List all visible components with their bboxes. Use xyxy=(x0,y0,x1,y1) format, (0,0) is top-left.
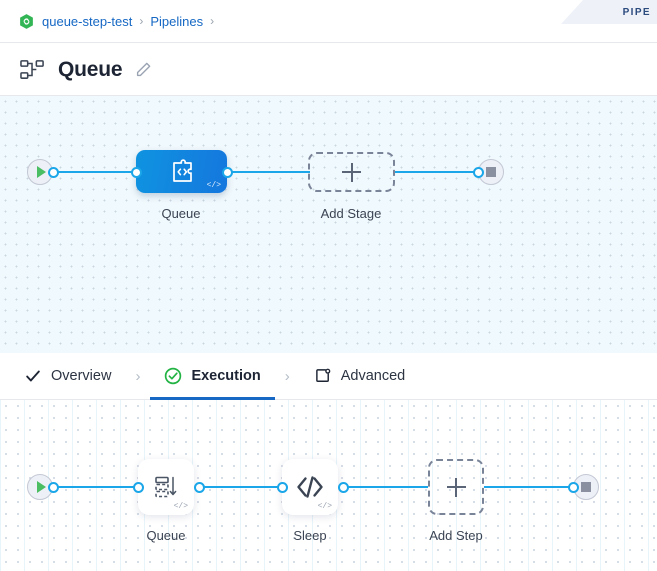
step-sleep-out-port[interactable] xyxy=(338,482,349,493)
edge-sleep-addstep xyxy=(346,486,428,489)
pipeline-graph-icon xyxy=(20,59,44,79)
stop-square-icon xyxy=(486,167,496,177)
green-hex-link-icon xyxy=(20,13,33,29)
tab-execution-label: Execution xyxy=(191,368,261,384)
add-stage-button[interactable] xyxy=(308,152,395,192)
step-canvas[interactable]: </> Queue </> Sleep Add Step xyxy=(0,400,657,571)
stage-canvas[interactable]: </> Queue Add Stage xyxy=(0,96,657,353)
check-circle-icon xyxy=(165,367,182,385)
edge-addstep-end xyxy=(484,486,576,489)
step-queue-out-port[interactable] xyxy=(194,482,205,493)
stage-start-port[interactable] xyxy=(48,167,59,178)
step-sleep-label: Sleep xyxy=(293,528,327,543)
box-gear-icon xyxy=(315,368,331,382)
play-icon xyxy=(36,481,46,493)
step-queue-label: Queue xyxy=(146,528,186,543)
step-end-port[interactable] xyxy=(568,482,579,493)
header-divider xyxy=(0,95,657,96)
step-node-sleep[interactable]: </> xyxy=(282,459,338,515)
pencil-icon[interactable] xyxy=(134,61,152,79)
tab-execution[interactable]: Execution xyxy=(150,353,276,400)
breadcrumb-item-pipelines[interactable]: Pipelines xyxy=(150,13,204,29)
edge-addstage-end xyxy=(395,171,481,174)
add-step-label: Add Step xyxy=(429,528,483,543)
ribbon-label: PIPE xyxy=(622,6,651,18)
pipeline-tabs: Overview › Execution › Advanced xyxy=(0,353,657,400)
breadcrumb-separator: › xyxy=(139,14,144,28)
tab-advanced[interactable]: Advanced xyxy=(312,353,408,400)
plus-icon xyxy=(446,477,466,497)
add-step-button[interactable] xyxy=(428,459,484,515)
breadcrumb-divider xyxy=(0,42,657,43)
step-sleep-in-port[interactable] xyxy=(277,482,288,493)
play-icon xyxy=(36,166,46,178)
stage-queue-out-port[interactable] xyxy=(222,167,233,178)
step-queue-code-badge: </> xyxy=(173,502,188,511)
edge-queue-sleep xyxy=(202,486,282,489)
edge-queue-addstage xyxy=(230,171,310,174)
page-header: Queue VISU xyxy=(0,43,657,123)
add-stage-label: Add Stage xyxy=(320,206,382,221)
stage-queue-code-badge: </> xyxy=(206,181,221,190)
page-title: Queue xyxy=(58,57,123,81)
stage-node-queue[interactable]: </> xyxy=(136,150,227,193)
edge-start-queue xyxy=(57,171,139,174)
step-queue-in-port[interactable] xyxy=(133,482,144,493)
tab-advanced-label: Advanced xyxy=(340,368,406,384)
puzzle-code-icon xyxy=(172,158,192,182)
code-brackets-icon xyxy=(297,476,323,498)
edge-start-queue xyxy=(57,486,135,489)
check-icon xyxy=(26,370,40,382)
breadcrumb: queue-step-test › Pipelines › xyxy=(0,0,657,42)
plus-icon xyxy=(342,162,361,182)
tab-separator: › xyxy=(135,367,141,385)
step-node-queue[interactable]: </> xyxy=(138,459,194,515)
tab-separator: › xyxy=(284,367,290,385)
stage-queue-in-port[interactable] xyxy=(131,167,142,178)
stage-queue-label: Queue xyxy=(161,206,201,221)
queue-stack-icon xyxy=(155,476,177,498)
breadcrumb-separator: › xyxy=(210,14,215,28)
tab-overview[interactable]: Overview xyxy=(22,353,113,400)
breadcrumb-item-project[interactable]: queue-step-test xyxy=(42,13,133,29)
tab-overview-label: Overview xyxy=(51,368,112,384)
stage-end-port[interactable] xyxy=(473,167,484,178)
stop-square-icon xyxy=(581,482,591,492)
step-sleep-code-badge: </> xyxy=(317,502,332,511)
step-start-port[interactable] xyxy=(48,482,59,493)
